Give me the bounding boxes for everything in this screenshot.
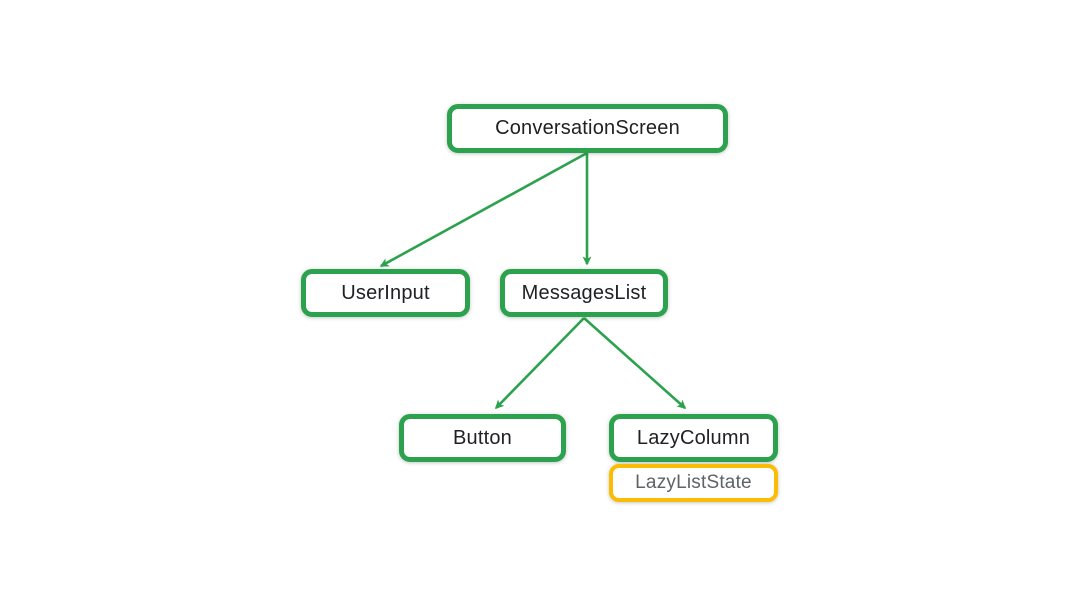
node-lazy-list-state: LazyListState (609, 464, 778, 502)
node-conversation-screen: ConversationScreen (447, 104, 728, 153)
node-lazy-column-label: LazyColumn (636, 426, 751, 449)
node-lazy-column: LazyColumn (609, 414, 778, 462)
node-user-input-label: UserInput (341, 281, 430, 304)
node-messages-list-label: MessagesList (521, 281, 647, 304)
node-user-input: UserInput (301, 269, 470, 317)
edge-messageslist-to-lazycolumn (583, 317, 687, 409)
node-conversation-screen-label: ConversationScreen (495, 117, 680, 139)
node-lazy-list-state-label: LazyListState (635, 472, 752, 493)
node-button-label: Button (452, 426, 513, 449)
node-messages-list: MessagesList (500, 269, 668, 317)
node-button: Button (399, 414, 566, 462)
edge-conversationscreen-to-userinput (379, 151, 588, 268)
edge-messageslist-to-button (494, 317, 585, 410)
